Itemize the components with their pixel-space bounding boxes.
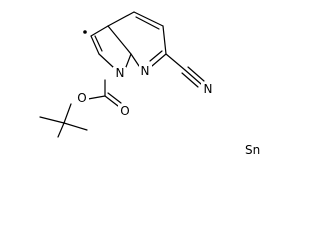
bond-tbu-me3: [63, 122, 88, 131]
bond-n7-c7a: [130, 53, 140, 67]
bond-c3-c3a: [90, 25, 109, 37]
bond-nitrile-1: [184, 69, 202, 85]
bond-nitrile-2: [187, 66, 205, 82]
molecule-structure: N N N O O: [39, 11, 214, 138]
bond-carbonyl-o: [104, 95, 119, 107]
atom-label-ester-o: O: [77, 91, 86, 105]
bond-n1-c7a: [125, 53, 132, 68]
bond-c7a-c3a: [107, 25, 132, 55]
bond-c3-c2: [90, 35, 100, 55]
bond-carbonyl-ester-o: [87, 95, 106, 100]
atom-label-pyridine-n: N: [141, 64, 150, 78]
bond-c5-c6: [162, 25, 167, 55]
bond-c4-c5-double: [135, 16, 160, 30]
tin-label: Sn: [245, 143, 261, 157]
bond-nitrile-3: [181, 72, 199, 88]
bond-c3-c2-double: [94, 35, 103, 52]
bond-c2-n1: [98, 53, 114, 68]
bond-carbonyl-o-double: [107, 92, 122, 104]
bond-tbu-me1: [39, 116, 65, 124]
bond-tbu-me2: [57, 122, 65, 138]
bond-c3a-c4: [107, 11, 135, 27]
bond-c6-n7-double: [149, 50, 163, 62]
atom-label-nitrile-n: N: [204, 82, 213, 96]
bonds: [39, 11, 205, 138]
atom-label-pyrrole-n: N: [116, 66, 125, 80]
bond-o-tbu: [63, 103, 72, 124]
atom-labels: N N N O O: [75, 64, 214, 118]
bond-c6-cn: [165, 53, 186, 71]
radical-dot: [83, 30, 87, 34]
bond-c6-n7: [151, 53, 167, 67]
bond-c4-c5: [133, 11, 164, 27]
atom-label-carbonyl-o: O: [120, 104, 129, 118]
